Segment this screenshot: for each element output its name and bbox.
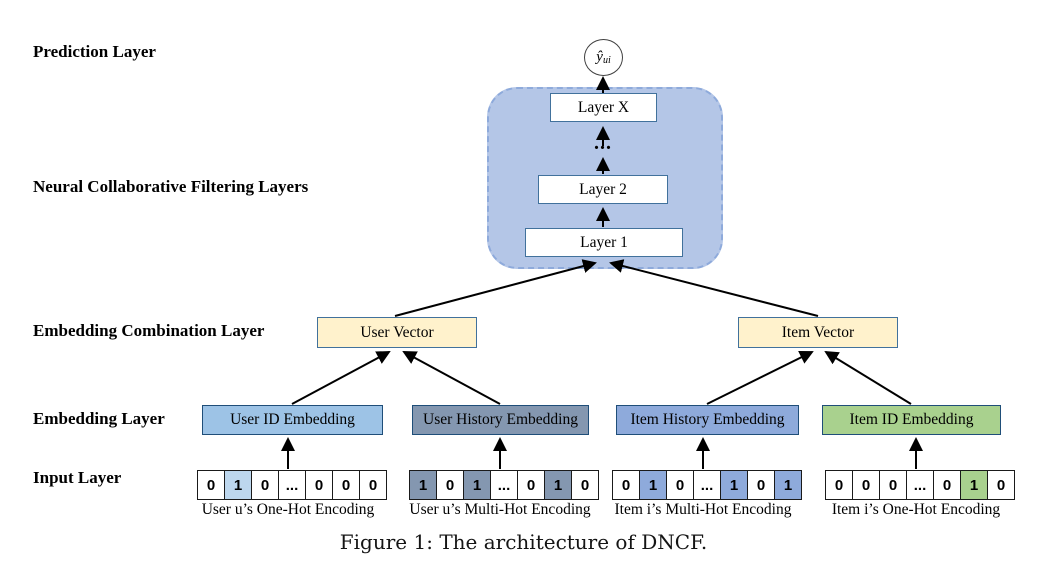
- input-cell: 1: [224, 470, 252, 500]
- input-cell: 0: [571, 470, 599, 500]
- ncf-layer-x-box: Layer X: [550, 93, 657, 122]
- ncf-layer-2-box: Layer 2: [538, 175, 668, 204]
- user-vector-box: User Vector: [317, 317, 477, 348]
- input-cell: 0: [517, 470, 545, 500]
- label-embedding-combination-layer: Embedding Combination Layer: [33, 321, 265, 340]
- input-cell: 0: [825, 470, 853, 500]
- ncf-layer-1-box: Layer 1: [525, 228, 683, 257]
- input-cell: 0: [612, 470, 640, 500]
- figure-caption: Figure 1: The architecture of DNCF.: [339, 530, 708, 554]
- label-embedding-layer: Embedding Layer: [33, 409, 165, 428]
- input-cell: 0: [359, 470, 387, 500]
- input-cell: 0: [933, 470, 961, 500]
- item-vector-box: Item Vector: [738, 317, 898, 348]
- item-multihot-caption: Item i’s Multi-Hot Encoding: [614, 501, 792, 518]
- input-cell: 0: [987, 470, 1015, 500]
- input-cell: 1: [409, 470, 437, 500]
- input-cell: 1: [639, 470, 667, 500]
- input-cell: ...: [906, 470, 934, 500]
- user-history-embedding-box: User History Embedding: [412, 405, 589, 435]
- input-cell: 0: [852, 470, 880, 500]
- input-cell: 0: [332, 470, 360, 500]
- item-id-embedding-box: Item ID Embedding: [822, 405, 1001, 435]
- item-onehot-caption: Item i’s One-Hot Encoding: [831, 501, 1001, 518]
- item-history-embedding-box: Item History Embedding: [616, 405, 799, 435]
- input-cell: 0: [747, 470, 775, 500]
- label-input-layer: Input Layer: [33, 468, 122, 487]
- input-cell: ...: [278, 470, 306, 500]
- ncf-ellipsis: ...: [594, 132, 612, 154]
- input-cell: 1: [774, 470, 802, 500]
- input-cell: 1: [960, 470, 988, 500]
- label-prediction-layer: Prediction Layer: [33, 42, 156, 61]
- label-ncf-layers: Neural Collaborative Filtering Layers: [33, 177, 309, 196]
- input-cell: 0: [436, 470, 464, 500]
- y-hat-subscript: ui: [602, 55, 611, 66]
- user-multihot-caption: User u’s Multi-Hot Encoding: [409, 501, 591, 518]
- input-cell: 0: [197, 470, 225, 500]
- input-cell: 0: [305, 470, 333, 500]
- input-cell: ...: [490, 470, 518, 500]
- input-cell: ...: [693, 470, 721, 500]
- y-hat-symbol: ŷ: [596, 49, 603, 65]
- user-id-embedding-box: User ID Embedding: [202, 405, 383, 435]
- input-cell: 0: [251, 470, 279, 500]
- input-cell: 0: [666, 470, 694, 500]
- input-cell: 0: [879, 470, 907, 500]
- input-cell: 1: [463, 470, 491, 500]
- user-onehot-caption: User u’s One-Hot Encoding: [201, 501, 375, 518]
- input-cell: 1: [544, 470, 572, 500]
- input-cell: 1: [720, 470, 748, 500]
